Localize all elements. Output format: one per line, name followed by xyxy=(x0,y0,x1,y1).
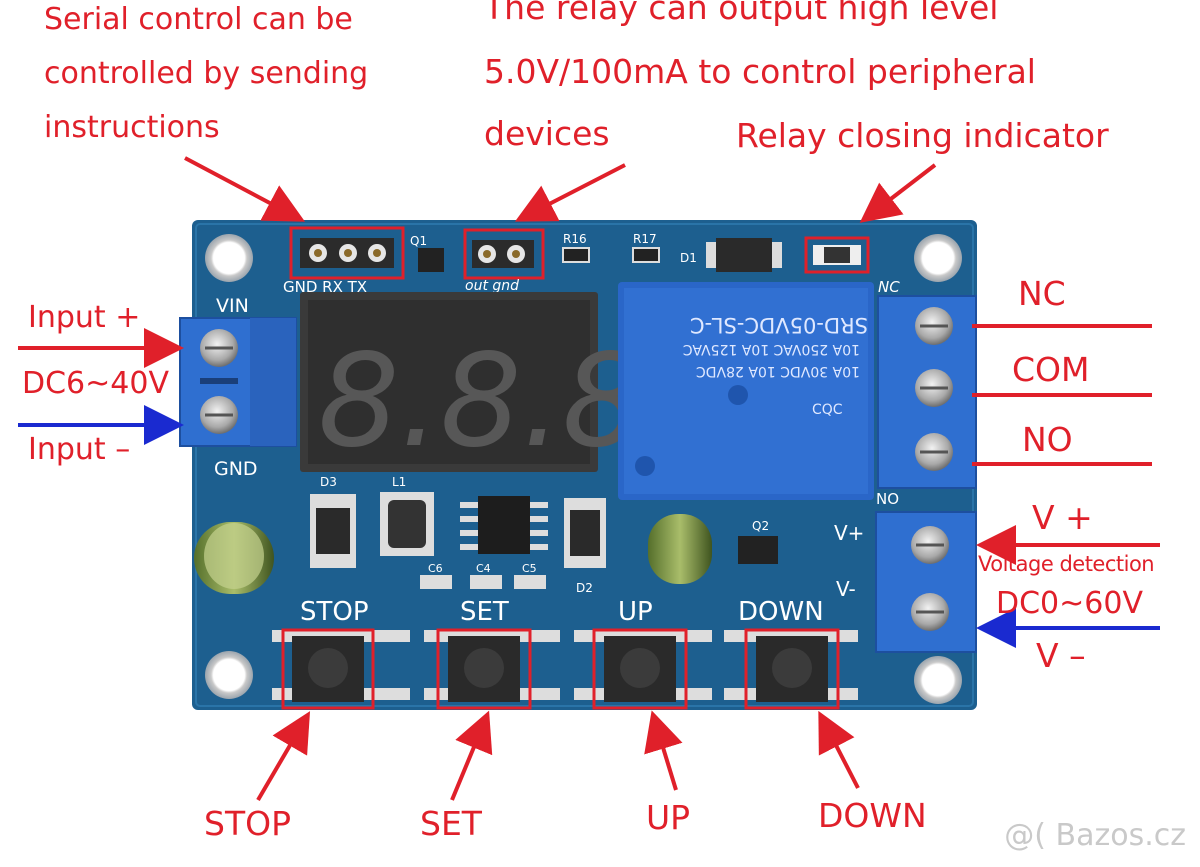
annotation-arrows xyxy=(18,156,1160,802)
callout-relay-output-line-1: The relay can output high level xyxy=(484,0,999,27)
callout-detect-range: DC0~60V xyxy=(996,586,1143,621)
serial-header xyxy=(289,226,405,280)
mount-hole-tr xyxy=(914,234,962,282)
l1-label: L1 xyxy=(392,475,406,489)
r17-label: R17 xyxy=(633,232,657,246)
vminus-board-label: V- xyxy=(836,577,856,601)
callout-down: DOWN xyxy=(818,796,927,835)
relay-model: SRD-05VDC-SL-C xyxy=(690,313,868,337)
callout-relay-output-line-2: 5.0V/100mA to control peripheral xyxy=(484,52,1036,91)
c6-label: C6 xyxy=(428,562,443,575)
watermark: @( Bazos.cz xyxy=(1004,818,1186,853)
callout-set: SET xyxy=(420,804,482,843)
callout-v-plus: V + xyxy=(1032,498,1093,537)
output-pin-label: out gnd xyxy=(465,278,519,294)
relay-indicator-led xyxy=(804,236,870,274)
callout-input-range: DC6~40V xyxy=(22,366,169,401)
callout-input-minus: Input – xyxy=(28,432,131,467)
callout-stop: STOP xyxy=(204,804,291,843)
mount-hole-bl xyxy=(205,651,253,699)
q1-label: Q1 xyxy=(410,234,427,248)
vin-label: VIN xyxy=(216,295,249,317)
serial-pin-label: GND RX TX xyxy=(283,278,367,296)
callout-up: UP xyxy=(646,798,691,837)
nc-board-label: NC xyxy=(878,278,900,296)
callout-input-plus: Input + xyxy=(28,300,141,335)
callout-com: COM xyxy=(1012,350,1090,389)
set-board-label: SET xyxy=(460,597,509,627)
no-board-label: NO xyxy=(876,490,899,508)
output-header xyxy=(463,228,545,280)
down-button[interactable] xyxy=(724,628,858,710)
d1-label: D1 xyxy=(680,251,697,265)
callout-nc: NC xyxy=(1018,274,1066,313)
relay-brand: CQC xyxy=(812,402,843,418)
display-digits: 8.8.8 xyxy=(318,327,644,476)
q2-label: Q2 xyxy=(752,519,769,533)
stop-button[interactable] xyxy=(272,628,410,710)
d3-label: D3 xyxy=(320,475,337,489)
callout-no: NO xyxy=(1022,420,1073,459)
down-board-label: DOWN xyxy=(738,597,824,627)
r16-label: R16 xyxy=(563,232,587,246)
gnd-label: GND xyxy=(214,458,258,480)
d2-label: D2 xyxy=(576,581,593,595)
mount-hole-tl xyxy=(205,234,253,282)
callout-serial-line-3: instructions xyxy=(44,110,220,145)
up-board-label: UP xyxy=(618,597,653,627)
callout-relay-output-line-3: devices xyxy=(484,114,610,153)
c5-label: C5 xyxy=(522,562,537,575)
callout-serial-line-2: controlled by sending xyxy=(44,56,369,91)
mount-hole-br xyxy=(914,656,962,704)
set-button[interactable] xyxy=(424,628,560,710)
callout-relay-indicator: Relay closing indicator xyxy=(736,116,1109,155)
callout-voltage-detection: Voltage detection xyxy=(978,552,1155,576)
c4-label: C4 xyxy=(476,562,491,575)
relay-rating-1: 10A 250VAC 10A 125VAC xyxy=(683,341,860,357)
callout-v-minus: V – xyxy=(1036,636,1086,675)
relay-rating-2: 10A 30VDC 10A 28VDC xyxy=(696,363,860,379)
vplus-board-label: V+ xyxy=(834,521,864,545)
callout-serial-line-1: Serial control can be xyxy=(44,2,353,37)
up-button[interactable] xyxy=(574,628,712,710)
stop-board-label: STOP xyxy=(300,597,369,627)
